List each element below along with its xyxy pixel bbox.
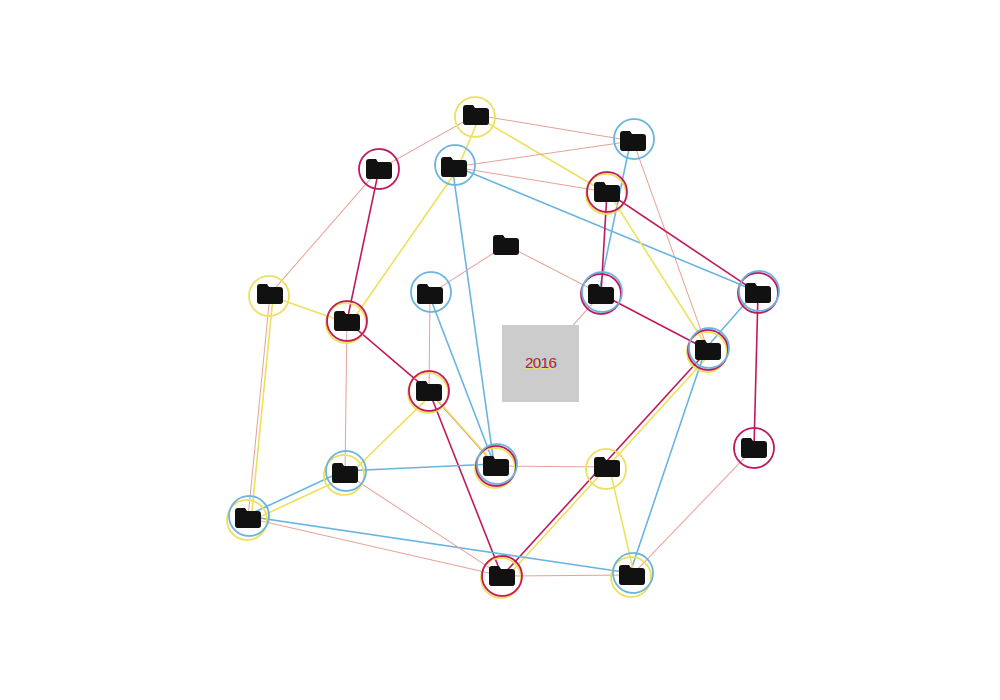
edge-blue-n4-n14 [451, 164, 495, 465]
folder-icon[interactable] [741, 438, 767, 458]
node-ring-yellow [585, 448, 627, 490]
folder-icon[interactable] [594, 182, 620, 202]
node-ring-yellow [585, 173, 627, 215]
node-ring-yellow [480, 557, 522, 599]
node-ring-pink [475, 445, 517, 487]
folder-icon[interactable] [745, 283, 771, 303]
node-ring-pink [687, 329, 729, 371]
folder-icon[interactable] [594, 457, 620, 477]
edge-salmon-n1-n2 [475, 114, 634, 142]
folder-icon[interactable] [483, 456, 509, 476]
node-ring-pink [326, 300, 368, 342]
edge-salmon-n2-n12 [632, 140, 709, 351]
node-ring-yellow [226, 499, 268, 541]
edge-pink-n3-n9 [346, 168, 380, 322]
folder-icon[interactable] [257, 284, 283, 304]
node-ring-yellow [686, 331, 728, 373]
year-label-yellow: 2016 [523, 356, 556, 373]
node-ring-blue [612, 552, 654, 594]
edge-pink-n13-n19 [428, 390, 503, 577]
edge-salmon-n9-n17 [344, 320, 348, 474]
folder-icon[interactable] [417, 284, 443, 304]
node-ring-blue [688, 327, 730, 369]
edge-blue-n12-n20 [629, 347, 707, 574]
edge-salmon-n17-n19 [344, 472, 503, 577]
node-ring-blue [613, 118, 655, 160]
node-ring-pink [481, 555, 523, 597]
node-ring-yellow [610, 556, 652, 598]
year-tile[interactable]: 2016 2016 2016 [502, 325, 579, 402]
folder-icon[interactable] [416, 381, 442, 401]
edge-blue-n14-n17 [342, 463, 495, 472]
node-ring-yellow [474, 447, 516, 489]
year-label: 2016 2016 2016 [523, 355, 558, 373]
node-ring-pink [733, 427, 775, 469]
edge-salmon-n6-n10 [505, 244, 602, 295]
edge-salmon-n8-n13 [428, 293, 431, 392]
node-ring-pink [580, 273, 622, 315]
edge-pink-n11-n16 [753, 292, 759, 449]
node-rings-layer [226, 96, 780, 599]
edge-yellow-n1-n5 [478, 117, 611, 196]
folder-icon[interactable] [588, 284, 614, 304]
edge-pink-n9-n13 [346, 320, 430, 392]
folder-icon[interactable] [620, 131, 646, 151]
node-ring-yellow [248, 275, 290, 317]
folder-icon[interactable] [695, 340, 721, 360]
edge-blue-n2-n10 [598, 138, 632, 293]
edge-salmon-n1-n3 [378, 114, 477, 170]
edge-blue-n8-n14 [427, 291, 495, 465]
folder-icon[interactable] [332, 463, 358, 483]
folder-icon[interactable] [463, 105, 489, 125]
edge-blue-n18-n20 [245, 515, 631, 574]
node-ring-blue [228, 495, 270, 537]
folder-icon[interactable] [619, 565, 645, 585]
edge-pink-n5-n10 [600, 191, 608, 295]
folder-icon[interactable] [366, 159, 392, 179]
folder-icon[interactable] [489, 566, 515, 586]
node-ring-blue [434, 144, 476, 186]
edge-salmon-n3-n7 [269, 168, 380, 295]
edge-salmon-n4-n5 [453, 166, 608, 193]
edge-pink-n5-n11 [606, 191, 759, 294]
node-ring-pink [586, 171, 628, 213]
folder-icon[interactable] [441, 157, 467, 177]
edge-yellow-n17-n18 [250, 475, 349, 522]
node-ring-yellow [454, 96, 496, 138]
node-ring-pink [358, 148, 400, 190]
edge-blue-n4-n11 [451, 164, 757, 292]
year-label-pink: 2016 [524, 355, 557, 372]
node-ring-blue [738, 270, 780, 312]
edge-yellow-n4-n9 [349, 169, 458, 325]
folder-icon[interactable] [493, 235, 519, 255]
node-ring-pink [408, 370, 450, 412]
node-ring-pink [737, 272, 779, 314]
folder-icon[interactable] [334, 311, 360, 331]
edge-yellow-n5-n12 [609, 194, 712, 354]
edge-salmon-n16-n20 [631, 447, 755, 576]
node-ring-yellow [407, 372, 449, 414]
node-ring-blue [410, 271, 452, 313]
edge-salmon-n2-n4 [453, 140, 634, 168]
node-ring-blue [325, 450, 367, 492]
year-label-blue: 2016 [525, 355, 558, 372]
edge-salmon-n7-n18 [247, 293, 271, 519]
folder-icon[interactable] [235, 508, 261, 528]
edge-yellow-n7-n18 [250, 296, 274, 522]
node-ring-yellow [323, 454, 365, 496]
node-ring-yellow [325, 302, 367, 344]
node-ring-blue [581, 271, 623, 313]
edge-salmon-n18-n19 [247, 517, 503, 577]
node-ring-blue [476, 443, 518, 485]
